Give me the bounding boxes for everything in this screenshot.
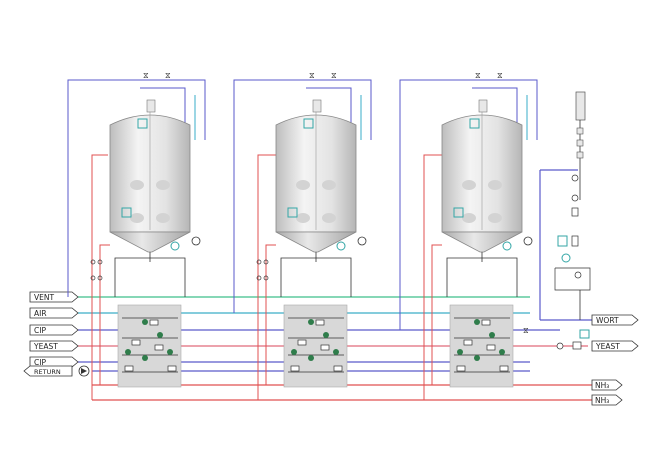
tank-2-top-valve-2-icon: ⧖ <box>331 71 337 80</box>
tank-2-valve-manifold <box>283 304 348 388</box>
tag-yeast-label: YEAST <box>33 342 58 351</box>
tank-2-level-sensor-icon <box>303 118 314 129</box>
tank-2-pressure-gauge-icon <box>336 241 346 251</box>
tag-vent: VENT <box>29 291 79 303</box>
tank-3-pressure-gauge-icon <box>502 241 512 251</box>
yeast-check-valve-icon <box>556 342 564 350</box>
tank-1-top-valve-2-icon: ⧖ <box>165 71 171 80</box>
yeast-valve-icon <box>572 341 582 350</box>
tank-3-temp-sensor-icon <box>453 207 464 218</box>
fermenter-tank-2: ⧖ ⧖ <box>233 71 372 400</box>
tank-1-level-sensor-icon <box>137 118 148 129</box>
wort-aerator-icon <box>575 91 586 121</box>
wort-gauge-icon <box>561 253 571 263</box>
tag-return: RETURN <box>23 365 73 377</box>
tag-yeast: YEAST <box>29 340 79 352</box>
tag-vent-label: VENT <box>34 293 54 302</box>
fermenter-tank-3: ⧖ ⧖ ⧖ <box>399 71 538 400</box>
tank-3-cip-valve-icon: ⧖ <box>523 326 529 335</box>
tag-yeast-right-label: YEAST <box>595 342 620 351</box>
tag-cip-bottom-label: CIP <box>34 358 46 367</box>
yeast-flow-meter-icon <box>579 329 590 339</box>
tank-2-sample-valve-icon <box>357 236 367 246</box>
tag-air-label: AIR <box>34 309 47 318</box>
tank-3-valve-manifold <box>449 304 514 388</box>
left-tags: VENT AIR CIP YEAST CIP RETURN <box>23 291 90 377</box>
tank-2-temp-sensor-icon <box>287 207 298 218</box>
wort-dosing-station <box>554 91 591 350</box>
tag-cip-top: CIP <box>29 324 79 336</box>
tag-cip-bottom: CIP <box>29 356 79 368</box>
tag-cip-top-label: CIP <box>34 326 46 335</box>
tank-3-level-sensor-icon <box>469 118 480 129</box>
tag-yeast-right: YEAST <box>591 340 639 352</box>
tag-nh3-top: NH₃ <box>591 379 623 391</box>
fermenter-tank-1: ⧖ ⧖ <box>67 71 206 400</box>
tank-1-top-valve-icon: ⧖ <box>143 71 149 80</box>
tank-3-top-valve-icon: ⧖ <box>475 71 481 80</box>
wort-flow-meter-icon <box>557 235 568 247</box>
right-tags: WORT YEAST NH₃ NH₃ <box>591 314 639 406</box>
tank-1-temp-sensor-icon <box>121 207 132 218</box>
tank-1-sample-valve-icon <box>191 236 201 246</box>
tag-nh3-top-label: NH₃ <box>595 381 609 390</box>
tag-wort-label: WORT <box>596 316 619 325</box>
tag-return-label: RETURN <box>34 368 61 376</box>
return-pump-icon <box>78 365 90 377</box>
tank-1-valve-manifold <box>117 304 182 388</box>
tag-air: AIR <box>29 307 79 319</box>
tag-nh3-bottom-label: NH₃ <box>595 396 609 405</box>
tag-nh3-bottom: NH₃ <box>591 394 623 406</box>
tag-wort: WORT <box>591 314 639 326</box>
tank-2-top-valve-icon: ⧖ <box>309 71 315 80</box>
tank-3-top-valve-2-icon: ⧖ <box>497 71 503 80</box>
tank-1-pressure-gauge-icon <box>170 241 180 251</box>
tank-3-sample-valve-icon <box>523 236 533 246</box>
